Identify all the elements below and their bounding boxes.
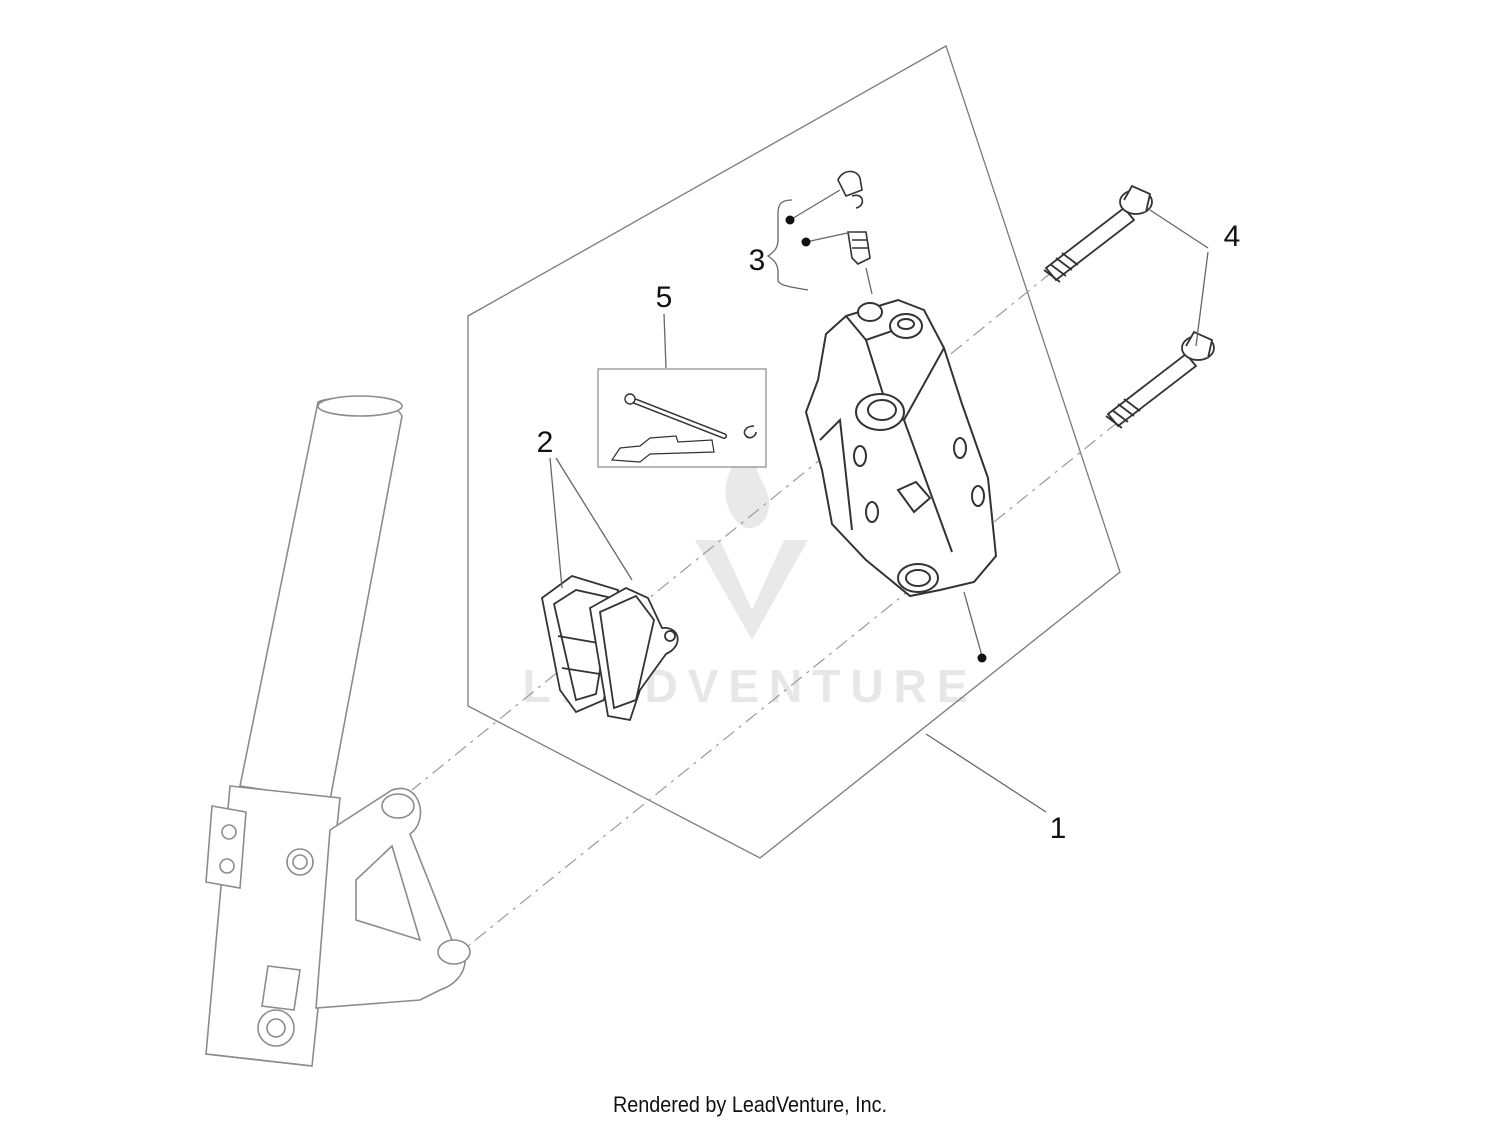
watermark-v-logo <box>695 540 808 640</box>
callout-1: 1 <box>1050 812 1067 845</box>
bleed-screw-assembly <box>837 170 871 265</box>
kit-boundary <box>467 45 1121 859</box>
callout-2: 2 <box>537 426 554 459</box>
brake-caliper-body <box>804 298 998 598</box>
render-credit: Rendered by LeadVenture, Inc. <box>612 1092 888 1117</box>
brake-pads <box>541 575 679 722</box>
callout-5: 5 <box>656 281 673 314</box>
callout-4: 4 <box>1224 220 1241 253</box>
leader-lines <box>549 189 1209 813</box>
front-fork <box>205 395 471 1067</box>
callout-3: 3 <box>749 244 766 277</box>
callout-dots <box>785 215 987 663</box>
pad-pin-kit <box>597 368 767 468</box>
mounting-bolts <box>1043 184 1215 429</box>
